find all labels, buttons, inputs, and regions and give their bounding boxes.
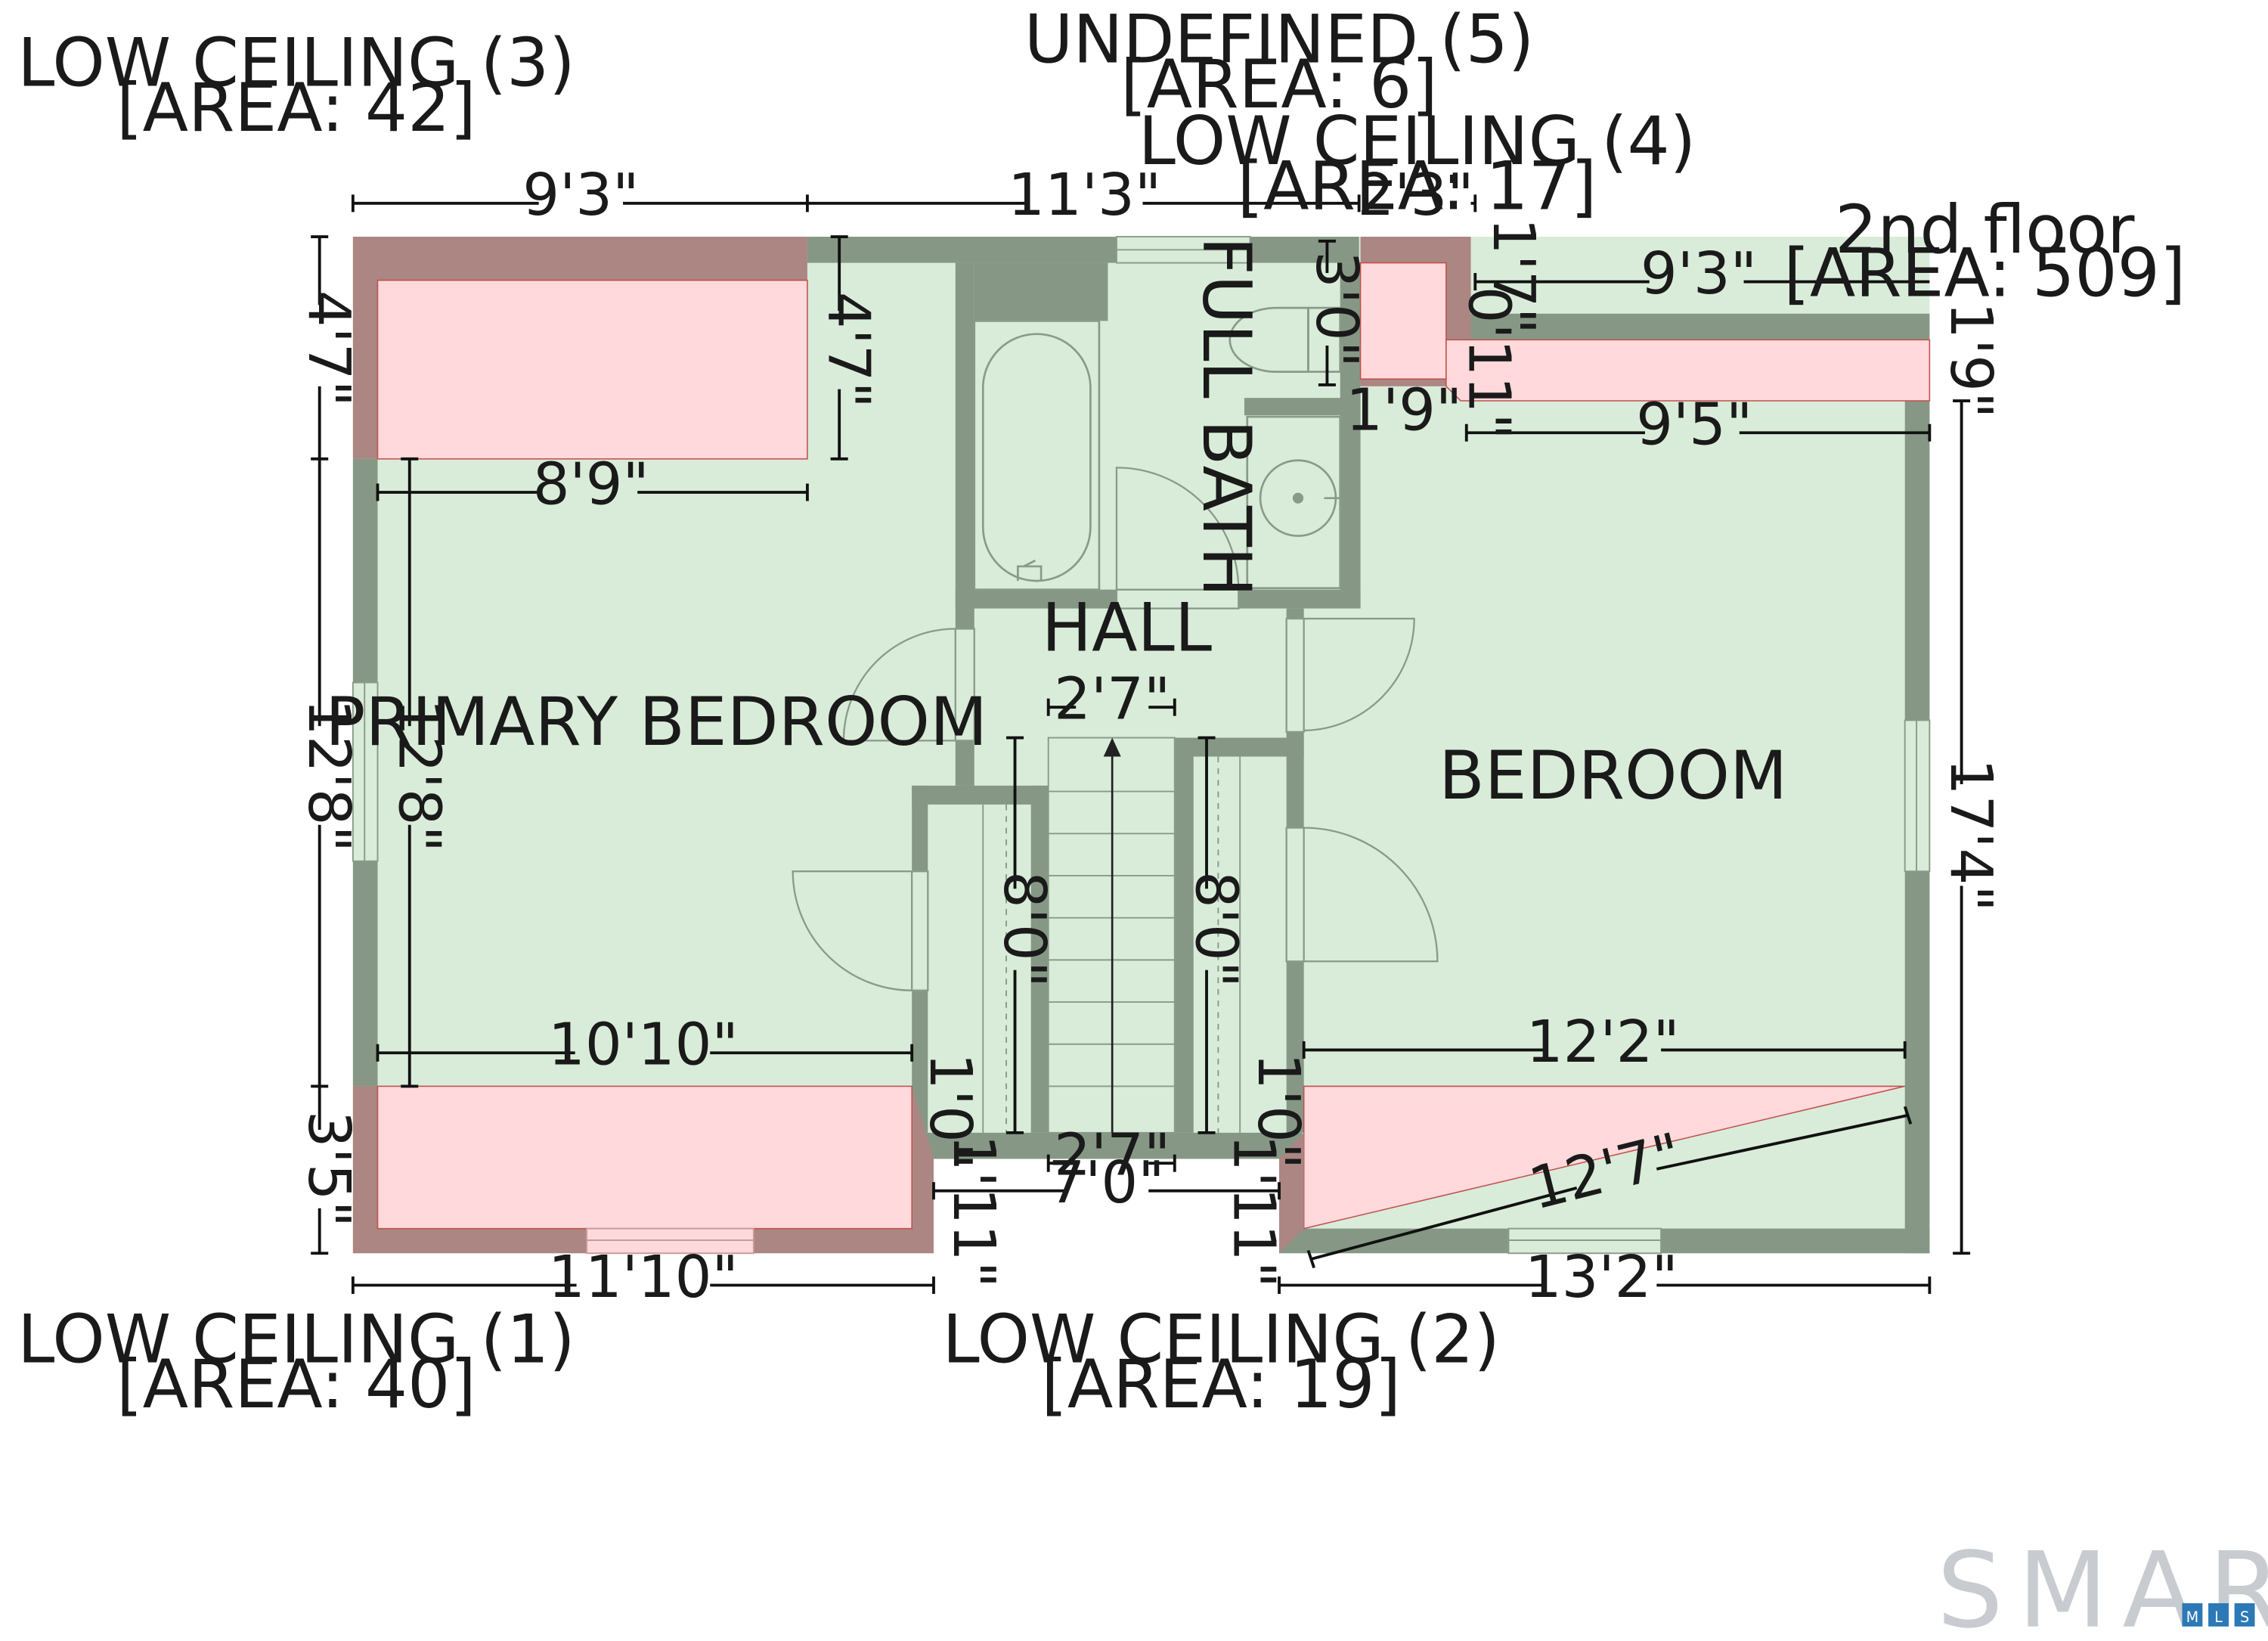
dim-right-17-4: 17'4" [1937,758,2004,912]
dim-top-9-3: 9'3" [522,162,639,229]
undefined-5-zone [1445,339,1931,402]
dim-bath-3-0: 3'0" [1303,251,1370,368]
staircase [1047,737,1176,1134]
dim-lc-1-11-right: 1'11" [1220,1134,1287,1288]
label-undefined-5: UNDEFINED (5) [1024,1,1535,79]
dim-right-9-3: 9'3" [1641,240,1757,308]
logo-sub-l: L [2214,1608,2223,1626]
dim-r-1-7: 1'7" [1479,218,1547,334]
smart-mls-logo: SMART M L S [1937,1530,2268,1641]
dim-r-0-11: 0'11" [1455,287,1523,440]
closet-shelves [982,756,1241,1133]
dim-r-1-9-h: 1'9" [1346,377,1462,444]
floor-area: [AREA: 509] [1783,234,2186,312]
label-low-ceiling-3: LOW CEILING (3) [17,23,575,101]
dimension-lines [311,194,1971,1295]
dim-closet-1-0-left: 1'0" [916,1053,984,1169]
dim-inner-4-7: 4'7" [815,292,882,408]
room-labels: PRIMARY BEDROOM BEDROOM HALL FULL BATH [325,237,1787,814]
low-ceiling-1-zone [352,1085,934,1254]
dimension-labels: 9'3" 11'3" 2'3" 9'3" 9'5" 1'9" 8'9" 2'7"… [295,162,2004,1311]
dim-bot-11-10: 11'10" [548,1244,739,1311]
dim-pb-8-9: 8'9" [533,451,649,518]
dim-left-3-5: 3'5" [295,1111,362,1227]
floor-label: 2nd floor [1835,191,2135,268]
area-low-ceiling-1: [AREA: 40] [116,1345,476,1423]
dim-inner-12-8: 12'8" [385,699,452,852]
area-low-ceiling-3: [AREA: 42] [116,69,476,147]
area-undefined-5: [AREA: 6] [1120,45,1437,123]
doors [792,467,1439,991]
dim-top-11-3: 11'3" [1008,162,1161,229]
low-ceiling-2-zone [1279,1085,1905,1254]
label-low-ceiling-2: LOW CEILING (2) [942,1300,1500,1378]
dim-bot-13-2: 13'2" [1525,1244,1678,1311]
room-primary-bedroom: PRIMARY BEDROOM [325,683,987,761]
label-low-ceiling-4: LOW CEILING (4) [1139,102,1696,180]
dim-br-12-2: 12'2" [1526,1009,1680,1076]
dim-lc-1-11-left: 1'11" [940,1134,1007,1288]
windows [352,236,1931,1255]
dim-left-4-7: 4'7" [295,290,362,407]
dim-pb-10-10: 10'10" [548,1012,739,1079]
dim-stair-8-0-left: 8'0" [990,871,1058,988]
area-low-ceiling-2: [AREA: 19] [1041,1345,1401,1423]
low-ceiling-3-zone [352,237,808,460]
dim-lc-7-0: 7'0" [1048,1149,1164,1217]
dim-hall-2-7: 2'7" [1054,666,1170,734]
dim-top-2-3: 2'3" [1357,162,1473,229]
room-hall: HALL [1042,588,1212,666]
dim-r-9-5: 9'5" [1636,392,1752,459]
logo-sub-m: M [2186,1608,2199,1626]
label-low-ceiling-1: LOW CEILING (1) [17,1300,575,1378]
dim-stair-2-7: 2'7" [1054,1122,1170,1190]
area-low-ceiling-4: [AREA: 17] [1238,147,1597,225]
stair-arrow-icon [1103,737,1121,757]
dim-closet-1-0-right: 1'0" [1244,1053,1312,1169]
room-bedroom: BEDROOM [1439,737,1787,814]
dim-left-12-8: 12'8" [295,699,362,852]
dim-r-1-9-v: 1'9" [1937,302,2004,418]
room-full-bath: FULL BATH [1188,237,1266,597]
area-labels: LOW CEILING (3) [AREA: 42] UNDEFINED (5)… [17,1,2186,1423]
dim-stair-8-0-right: 8'0" [1182,871,1250,988]
bath-fixtures [973,306,1342,591]
logo-sub-s: S [2240,1608,2249,1626]
low-ceiling-4-zone [1359,237,1471,386]
